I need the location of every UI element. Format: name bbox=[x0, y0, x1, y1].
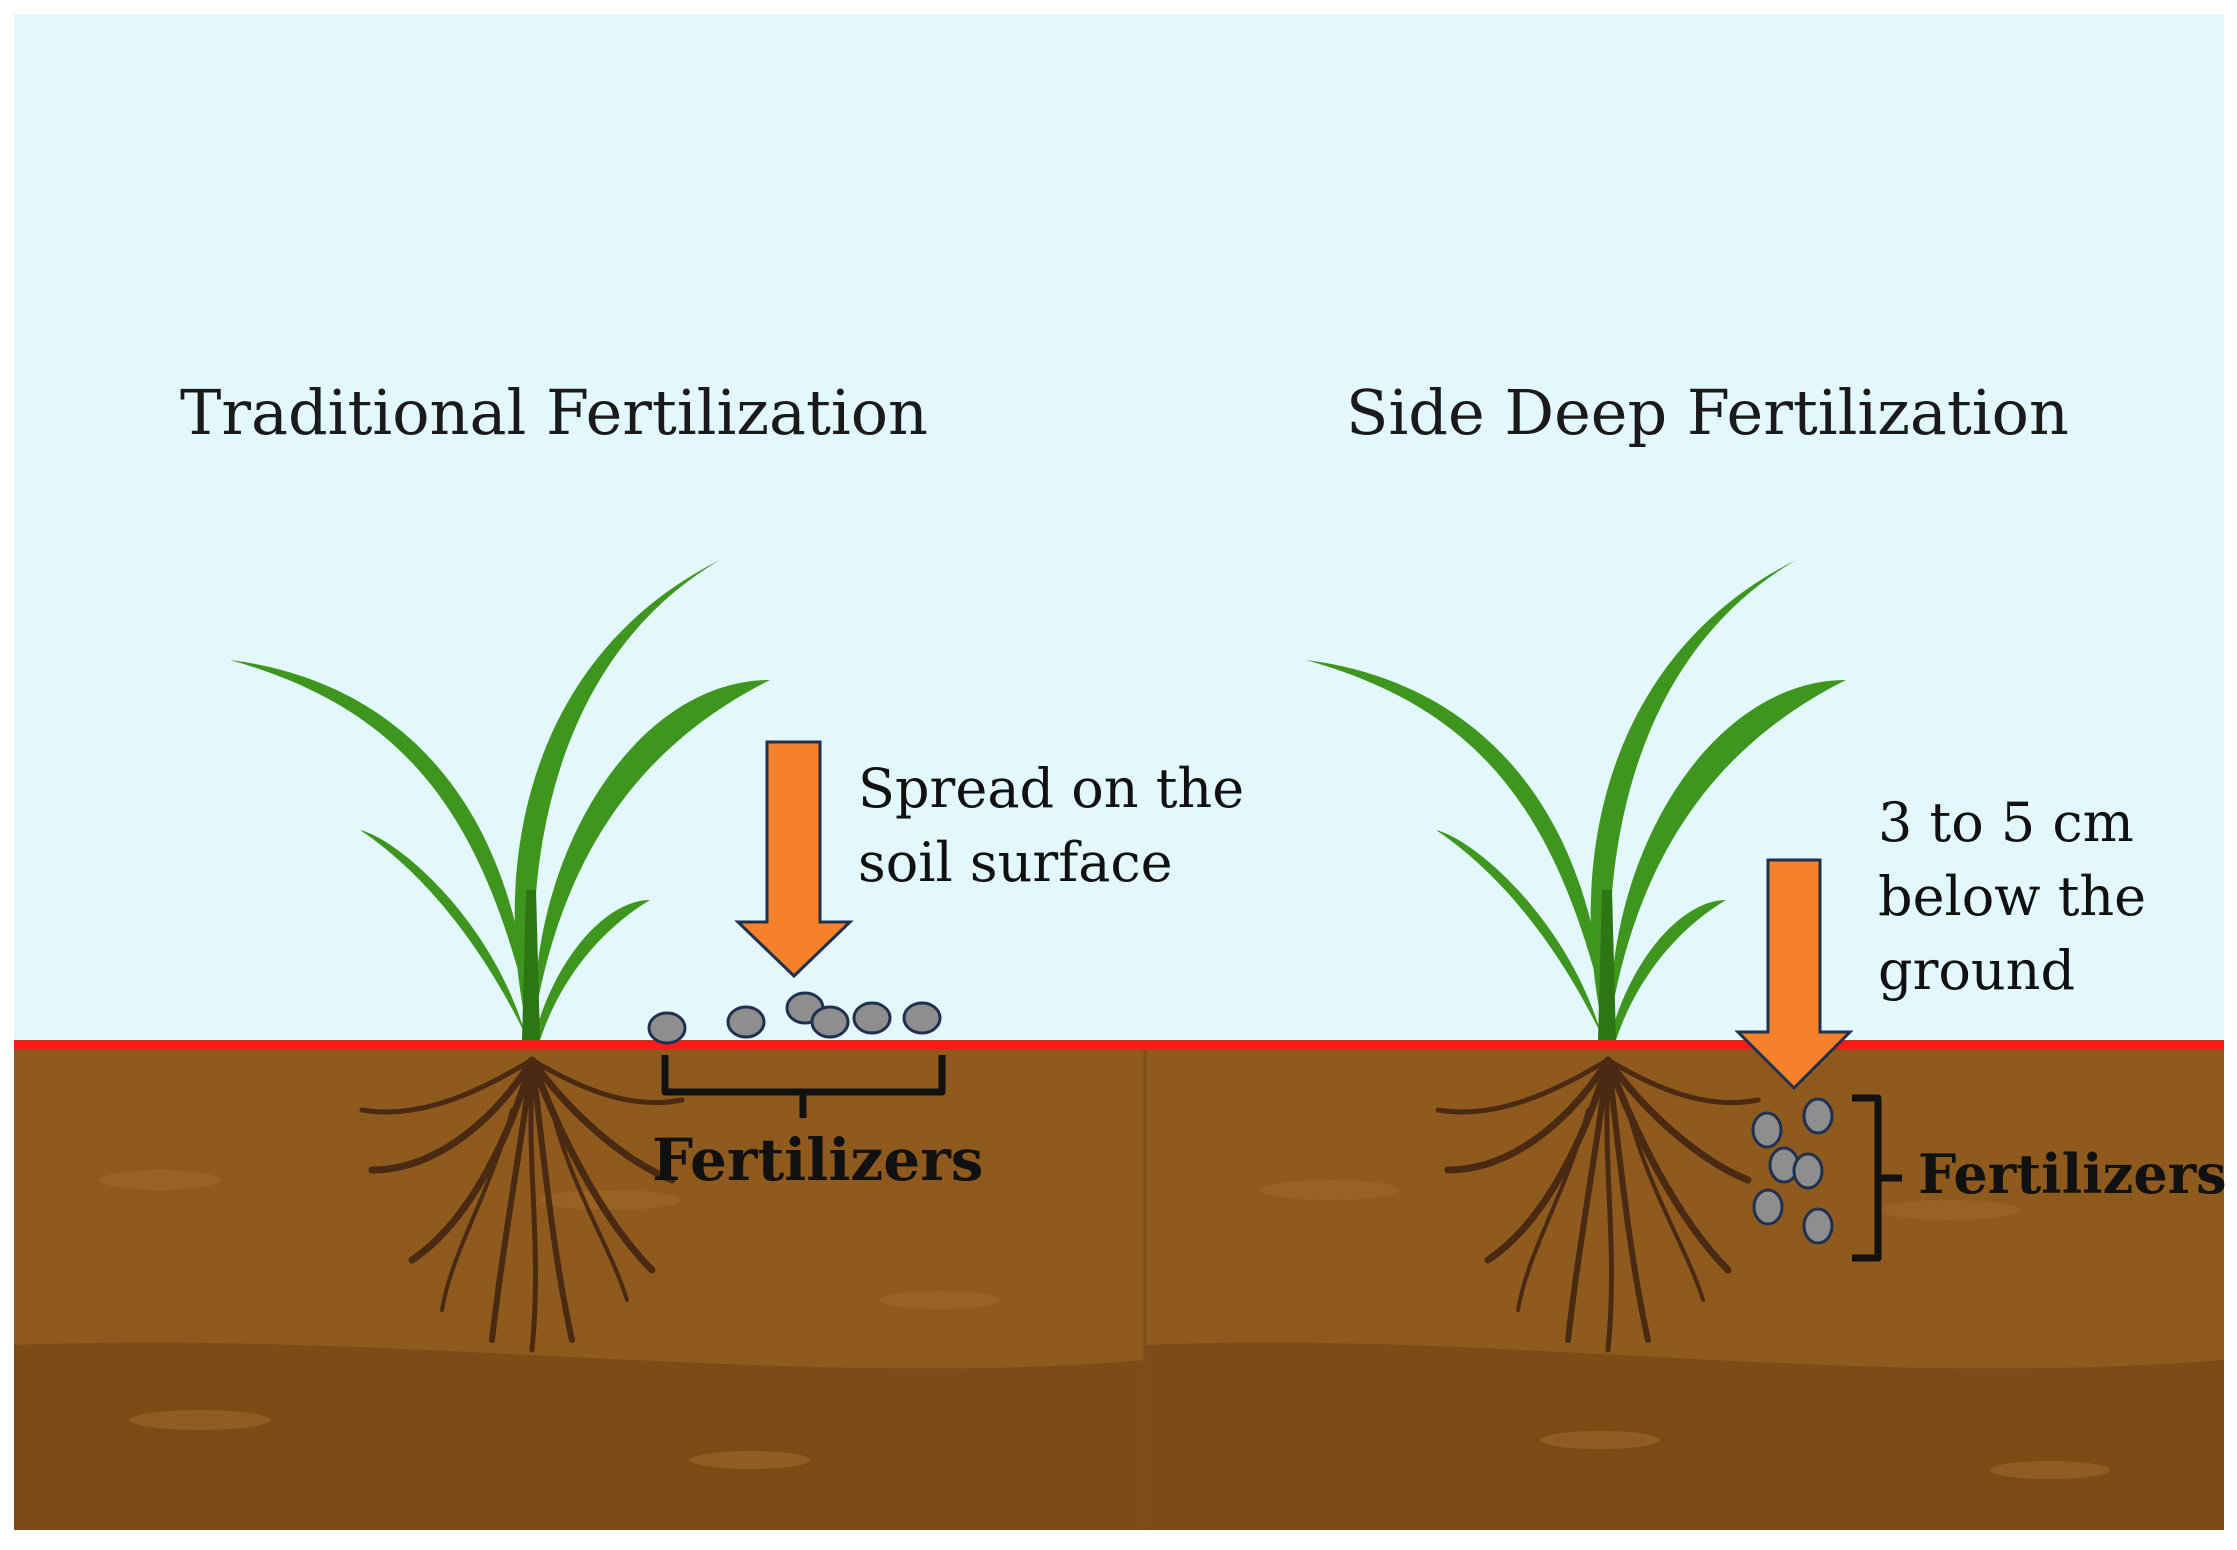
left-note: Spread on the soil surface bbox=[858, 752, 1244, 900]
left-panel bbox=[230, 560, 946, 1350]
right-note: 3 to 5 cm below the ground bbox=[1878, 786, 2146, 1008]
left-fertilizer-label: Fertilizers bbox=[652, 1126, 984, 1194]
right-note-line-1: 3 to 5 cm bbox=[1878, 791, 2134, 854]
right-note-line-2: below the bbox=[1878, 865, 2147, 928]
soil-texture bbox=[100, 1170, 2110, 1479]
right-panel bbox=[1306, 560, 1902, 1350]
right-note-line-3: ground bbox=[1878, 939, 2076, 1002]
right-down-arrow bbox=[1734, 858, 1854, 1091]
right-fertilizer-bracket bbox=[1852, 1094, 1902, 1262]
right-fertilizer-label: Fertilizers bbox=[1918, 1142, 2227, 1206]
left-panel-title: Traditional Fertilization bbox=[180, 376, 928, 449]
left-fertilizer-granules bbox=[647, 991, 942, 1045]
soil-layer-right bbox=[1145, 1342, 2224, 1530]
left-note-line-1: Spread on the bbox=[858, 757, 1245, 820]
left-down-arrow bbox=[734, 740, 854, 979]
left-fertilizer-bracket bbox=[661, 1055, 946, 1118]
soil-layer-left bbox=[14, 1342, 1145, 1530]
sky bbox=[14, 14, 2224, 1056]
right-fertilizer-granules bbox=[1751, 1097, 1834, 1245]
left-note-line-2: soil surface bbox=[858, 831, 1173, 894]
right-panel-title: Side Deep Fertilization bbox=[1346, 376, 2069, 449]
